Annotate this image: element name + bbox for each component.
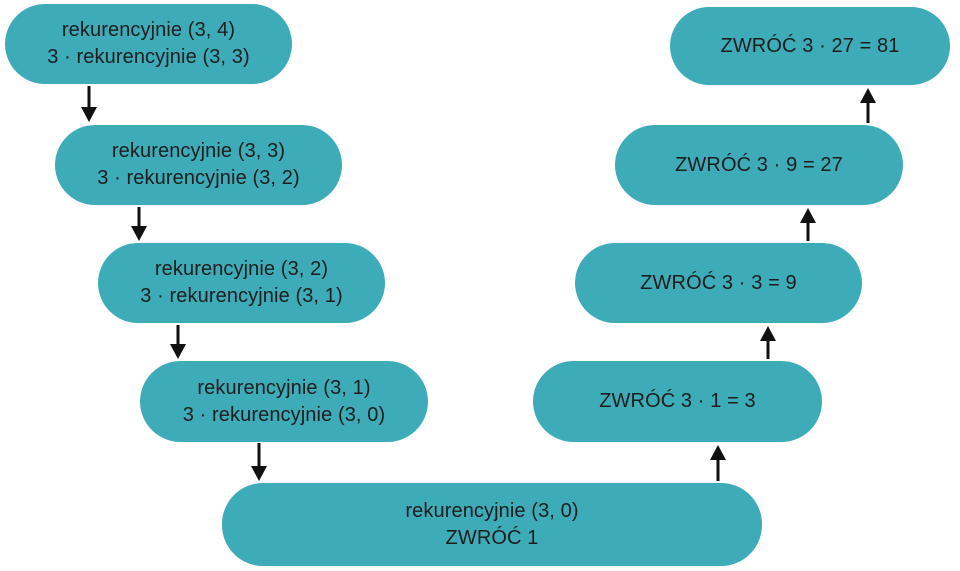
call-node-line: 3 · rekurencyjnie (3, 0) [182,403,386,426]
call-node-line: rekurencyjnie (3, 3) [111,140,286,162]
call-node-3-4: rekurencyjnie (3, 4) 3 · rekurencyjnie (… [5,4,292,84]
arrow-up-icon [800,208,816,241]
call-node-3-3: rekurencyjnie (3, 3) 3 · rekurencyjnie (… [55,125,342,205]
arrow-up-icon [860,88,876,123]
call-node-line: rekurencyjnie (3, 2) [154,258,329,280]
return-node-label: ZWRÓĆ 3 · 9 = 27 [675,153,843,176]
call-node-line: 3 · rekurencyjnie (3, 2) [97,167,300,189]
arrow-down-icon [170,325,186,359]
base-case-line: rekurencyjnie (3, 0) [405,499,579,522]
arrow-up-icon [710,445,726,481]
return-node-label: ZWRÓĆ 3 · 3 = 9 [640,271,797,294]
call-node-line: rekurencyjnie (3, 4) [61,19,236,41]
return-node-81: ZWRÓĆ 3 · 27 = 81 [670,7,950,85]
arrow-down-icon [251,443,267,481]
base-case-line: ZWRÓĆ 1 [445,526,539,549]
call-node-3-1: rekurencyjnie (3, 1) 3 · rekurencyjnie (… [140,361,428,442]
return-node-label: ZWRÓĆ 3 · 27 = 81 [720,34,900,57]
call-node-3-2: rekurencyjnie (3, 2) 3 · rekurencyjnie (… [98,243,385,323]
return-node-3: ZWRÓĆ 3 · 1 = 3 [533,361,822,442]
call-node-line: 3 · rekurencyjnie (3, 3) [47,46,250,68]
return-node-27: ZWRÓĆ 3 · 9 = 27 [615,125,903,205]
arrow-down-icon [131,207,147,241]
arrow-down-icon [81,86,97,122]
call-node-line: rekurencyjnie (3, 1) [197,376,371,399]
return-node-label: ZWRÓĆ 3 · 1 = 3 [599,390,756,412]
return-node-9: ZWRÓĆ 3 · 3 = 9 [575,243,862,323]
arrow-up-icon [760,326,776,359]
base-case-node: rekurencyjnie (3, 0) ZWRÓĆ 1 [222,483,762,566]
call-node-line: 3 · rekurencyjnie (3, 1) [140,285,343,307]
